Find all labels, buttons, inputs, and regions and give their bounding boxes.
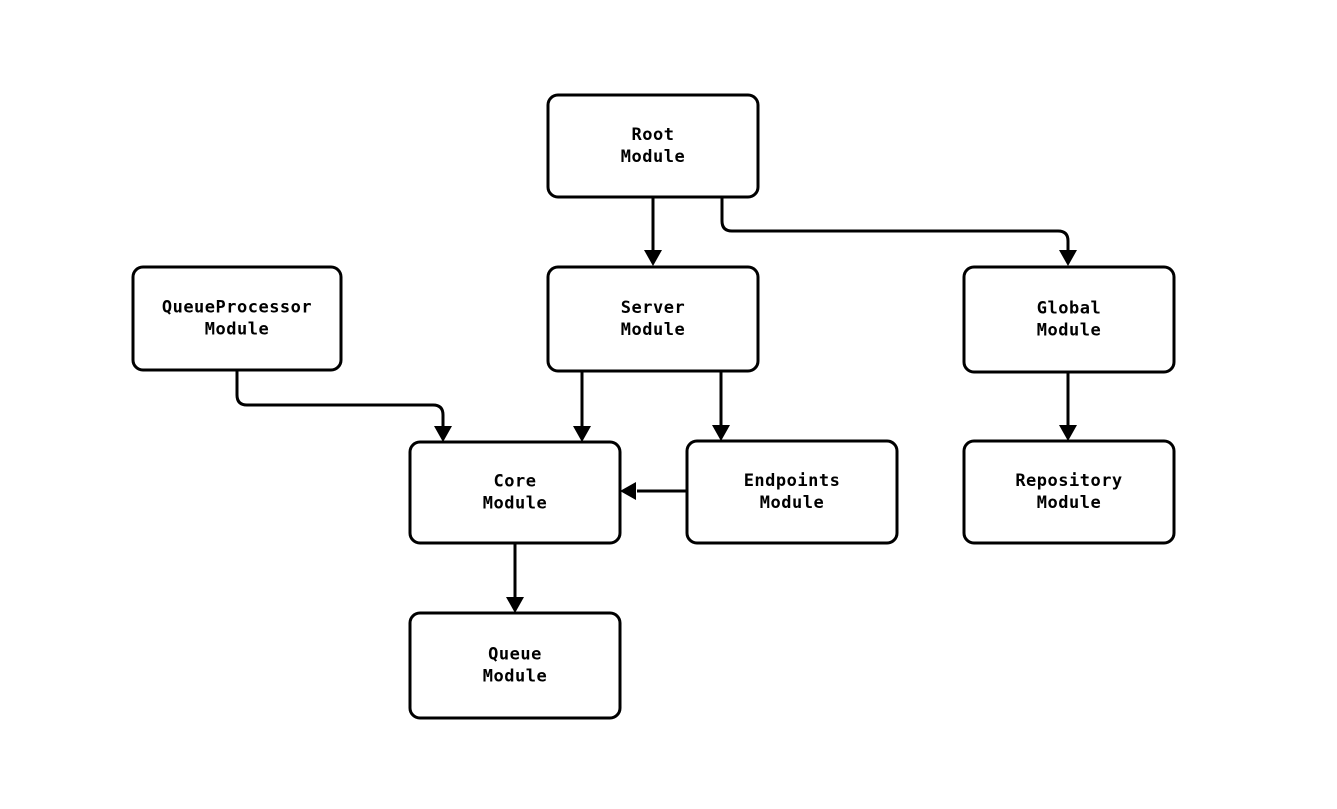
- core-module-node-label-line1: Core: [494, 472, 537, 492]
- edge-global-to-repository-arrowhead-icon: [1059, 425, 1077, 441]
- edge-root-to-server: [644, 197, 662, 266]
- core-module-node-label-line2: Module: [483, 494, 547, 514]
- repository-module-node-box[interactable]: [962, 439, 1176, 545]
- edge-root-to-server-arrowhead-icon: [644, 250, 662, 266]
- edge-root-to-global-line: [720, 197, 1070, 251]
- queueprocessor-module-node-label-line2: Module: [205, 320, 269, 340]
- edge-root-to-global: [720, 197, 1077, 266]
- root-module-node-label-line1: Root: [632, 125, 675, 145]
- repository-module-node-label-line2: Module: [1037, 493, 1101, 513]
- edge-queueprocessor-to-core: [235, 370, 452, 442]
- endpoints-module-node-box[interactable]: [685, 439, 899, 545]
- root-module-node-label-line2: Module: [621, 147, 685, 167]
- edge-core-to-queue-arrowhead-icon: [506, 597, 524, 613]
- edge-queueprocessor-to-core-line: [235, 370, 445, 427]
- queueprocessor-module-node-label-line1: QueueProcessor: [162, 298, 312, 318]
- queue-module-node-label-line1: Queue: [488, 645, 542, 665]
- edge-global-to-repository: [1059, 372, 1077, 441]
- edge-core-to-queue: [506, 543, 524, 613]
- core-module-node-box[interactable]: [408, 440, 622, 545]
- server-module-node-label-line1: Server: [621, 298, 685, 318]
- queue-module-node-box[interactable]: [408, 611, 622, 720]
- global-module-node-box[interactable]: [962, 265, 1176, 374]
- edge-root-to-global-arrowhead-icon: [1059, 250, 1077, 266]
- repository-module-node-label-line1: Repository: [1015, 471, 1122, 491]
- server-module-node-box[interactable]: [546, 265, 760, 373]
- server-module-node-label-line2: Module: [621, 320, 685, 340]
- edge-server-to-core-arrowhead-icon: [573, 426, 591, 442]
- edge-queueprocessor-to-core-arrowhead-icon: [434, 426, 452, 442]
- edge-server-to-core: [573, 371, 591, 442]
- edge-server-to-endpoints-arrowhead-icon: [712, 425, 730, 441]
- global-module-node-label-line2: Module: [1037, 321, 1101, 341]
- edge-endpoints-to-core: [620, 482, 687, 500]
- endpoints-module-node-label-line1: Endpoints: [744, 471, 841, 491]
- edges-layer: [235, 197, 1077, 613]
- edge-endpoints-to-core-arrowhead-icon: [620, 482, 636, 500]
- root-module-node-box[interactable]: [546, 93, 760, 199]
- endpoints-module-node-label-line2: Module: [760, 493, 824, 513]
- edge-server-to-endpoints: [712, 371, 730, 441]
- queueprocessor-module-node-box[interactable]: [131, 265, 343, 372]
- global-module-node-label-line1: Global: [1037, 299, 1101, 319]
- queue-module-node-label-line2: Module: [483, 667, 547, 687]
